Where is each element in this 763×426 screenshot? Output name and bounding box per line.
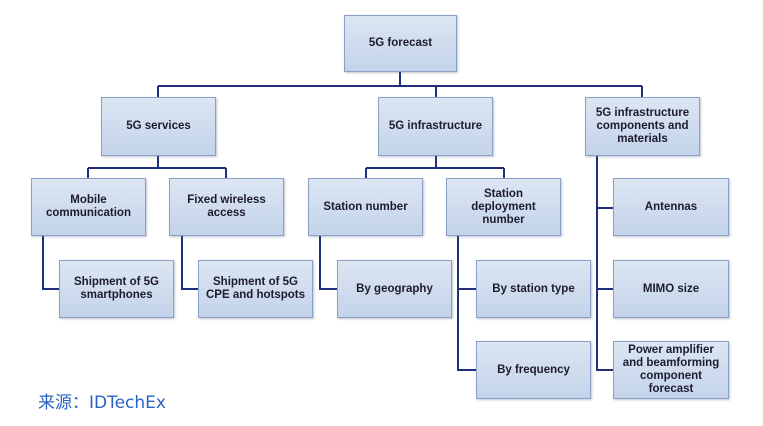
node-shipment-cpe-hotspots: Shipment of 5G CPE and hotspots [198, 260, 313, 318]
node-station-number: Station number [308, 178, 423, 236]
node-fixed-wireless-access: Fixed wireless access [169, 178, 284, 236]
node-by-station-type: By station type [476, 260, 591, 318]
node-mimo-size: MIMO size [613, 260, 729, 318]
node-station-deployment-number: Station deployment number [446, 178, 561, 236]
node-power-amplifier: Power amplifier and beamforming componen… [613, 341, 729, 399]
node-mobile-communication: Mobile communication [31, 178, 146, 236]
node-5g-infrastructure: 5G infrastructure [378, 97, 493, 156]
node-5g-infrastructure-components: 5G infrastructure components and materia… [585, 97, 700, 156]
node-shipment-smartphones: Shipment of 5G smartphones [59, 260, 174, 318]
node-by-geography: By geography [337, 260, 452, 318]
source-caption: 来源：IDTechEx [38, 393, 166, 413]
node-by-frequency: By frequency [476, 341, 591, 399]
node-antennas: Antennas [613, 178, 729, 236]
node-5g-services: 5G services [101, 97, 216, 156]
node-5g-forecast: 5G forecast [344, 15, 457, 72]
